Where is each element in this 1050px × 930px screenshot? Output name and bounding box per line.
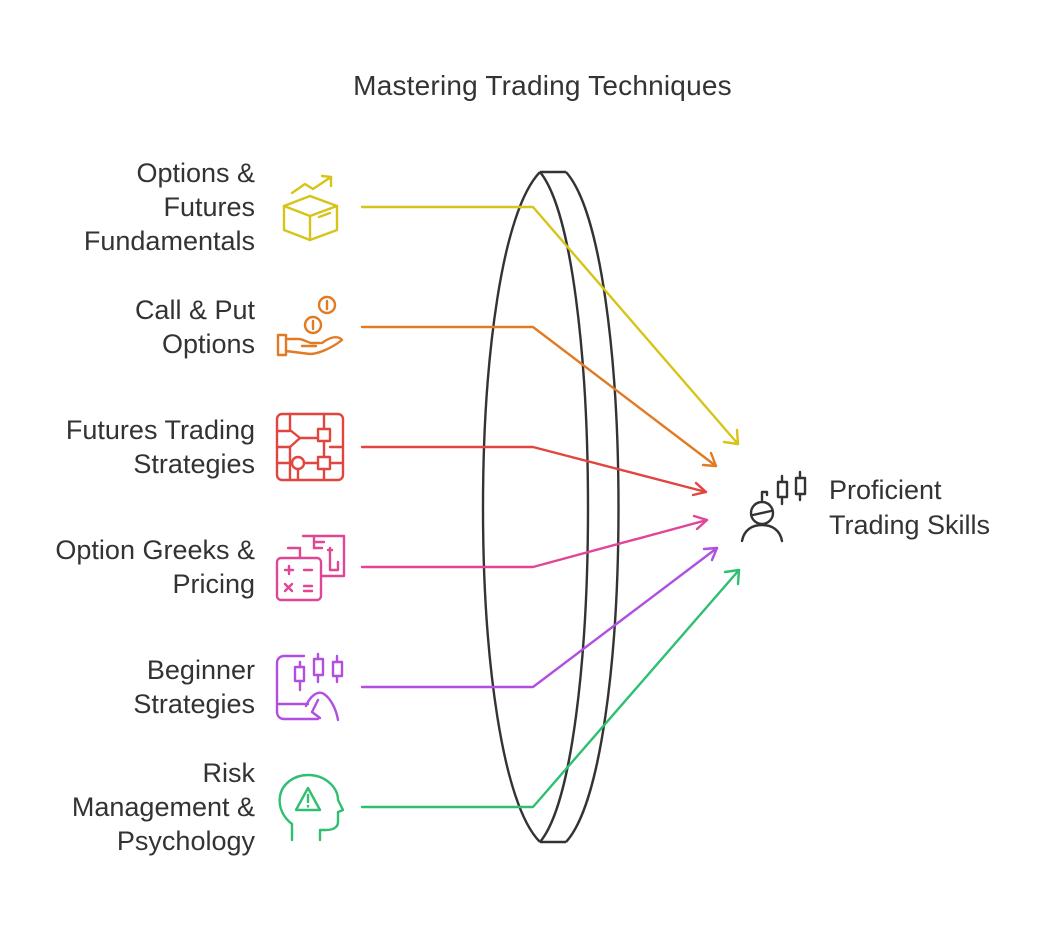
output-label: Proficient Trading Skills <box>829 473 990 543</box>
label-line: Beginner <box>146 655 255 685</box>
lens-right-edge <box>565 171 620 843</box>
label-line: Strategies <box>133 689 255 719</box>
label-line: Psychology <box>116 826 255 856</box>
label-line: Management & <box>71 792 255 822</box>
connector-options-futures <box>360 205 740 446</box>
input-label-options-futures: Options & Futures Fundamentals <box>0 156 255 258</box>
label-line: Option Greeks & <box>55 535 255 565</box>
connector-futures-strategies <box>360 445 708 497</box>
connector-beginner-strategies <box>360 546 719 689</box>
lens-inner-curve <box>539 171 590 843</box>
input-label-call-put: Call & Put Options <box>0 293 255 361</box>
label-line: Strategies <box>133 449 255 479</box>
input-label-risk-management: Risk Management & Psychology <box>0 756 255 858</box>
connector-option-greeks <box>360 514 709 569</box>
label-line: Pricing <box>172 569 255 599</box>
label-line: Call & Put <box>134 295 255 325</box>
label-line: Proficient <box>829 475 942 505</box>
chip-flowchart-icon <box>275 412 345 482</box>
connector-call-put <box>360 325 718 468</box>
calculator-chart-icon <box>275 534 346 602</box>
label-line: Fundamentals <box>83 226 255 256</box>
input-label-beginner-strategies: Beginner Strategies <box>0 653 255 721</box>
connector-risk-management <box>360 568 741 809</box>
input-label-option-greeks: Option Greeks & Pricing <box>0 533 255 601</box>
label-line: Futures Trading <box>65 415 255 445</box>
label-line: Futures <box>163 192 255 222</box>
box-growth-arrow-icon <box>282 174 339 242</box>
lens-left-edge <box>481 171 541 843</box>
label-line: Options <box>161 329 255 359</box>
diagram-title: Mastering Trading Techniques <box>353 70 732 101</box>
label-line: Options & <box>136 158 255 188</box>
input-label-futures-strategies: Futures Trading Strategies <box>0 413 255 481</box>
lens-shape <box>481 170 620 844</box>
trader-candlestick-icon <box>740 470 807 543</box>
hand-coins-icon <box>276 295 344 357</box>
label-line: Trading Skills <box>829 510 991 540</box>
candlestick-tablet-icon <box>275 652 344 722</box>
head-warning-icon <box>278 773 345 842</box>
label-line: Risk <box>202 758 256 788</box>
